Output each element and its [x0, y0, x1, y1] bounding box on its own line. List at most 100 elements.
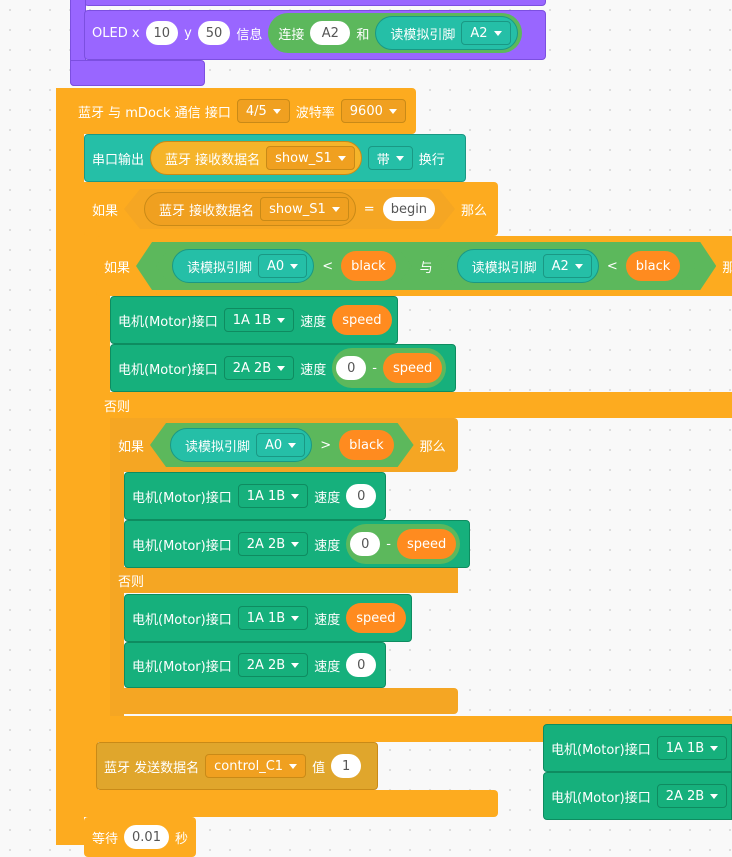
read-analog-block-3[interactable]: 读模拟引脚 A2: [457, 249, 599, 283]
wait-row: 等待 0.01 秒: [84, 822, 188, 852]
bt-receive-label-2: 蓝牙 接收数据名: [159, 203, 255, 219]
chevron-down-icon: [575, 264, 583, 269]
serial-label: 串口输出: [92, 152, 145, 168]
motor-row-b1: 电机(Motor)接口 1A 1B 速度 0: [124, 472, 377, 520]
pin-a0-dropdown-2[interactable]: A0: [256, 433, 305, 457]
chevron-down-icon: [710, 745, 719, 751]
newline-label: 换行: [418, 152, 445, 168]
lt-sign-1: <: [322, 258, 334, 274]
if1-row: 如果 蓝牙 接收数据名 show_S1 = begin 那么: [84, 182, 487, 236]
black-var-2[interactable]: black: [626, 251, 681, 281]
black-var-1[interactable]: black: [341, 251, 396, 281]
motor-port-dropdown[interactable]: 2A 2B: [237, 532, 309, 556]
if3-then-label: 那么: [419, 439, 446, 455]
lt-block-1[interactable]: 读模拟引脚 A0 < black: [156, 247, 412, 285]
connect-block[interactable]: 连接 A2 和 读模拟引脚 A2: [268, 13, 522, 53]
gt-sign: >: [320, 437, 332, 453]
motor-port-dropdown[interactable]: 1A 1B: [237, 606, 309, 630]
motor-port-value: 1A 1B: [665, 740, 705, 756]
motor-port-dropdown[interactable]: 2A 2B: [237, 653, 309, 677]
chevron-down-icon: [332, 207, 340, 212]
motor-port-dropdown[interactable]: 1A 1B: [237, 484, 309, 508]
bt-receive-block[interactable]: 蓝牙 接收数据名 show_S1: [150, 141, 362, 175]
if2-else-bar: [96, 392, 732, 418]
oled-block-top-stub: [84, 0, 546, 6]
chevron-down-icon: [337, 155, 346, 161]
motor-port-dropdown[interactable]: 1A 1B: [656, 736, 728, 760]
speed-label: 速度: [300, 314, 327, 330]
pin-a2-dropdown[interactable]: A2: [543, 254, 592, 278]
baud-dropdown-value: 9600: [349, 103, 383, 119]
speed-var[interactable]: speed: [346, 603, 406, 633]
chevron-down-icon: [291, 662, 300, 668]
send-name-value: control_C1: [214, 758, 284, 774]
speed-var[interactable]: speed: [332, 305, 392, 335]
read-analog-block-4[interactable]: 读模拟引脚 A0: [170, 428, 312, 462]
chevron-down-icon: [288, 443, 296, 448]
value-label: 值: [312, 760, 326, 776]
read-analog-block-2[interactable]: 读模拟引脚 A0: [172, 249, 314, 283]
lt-block-2[interactable]: 读模拟引脚 A2 < black: [441, 247, 697, 285]
if2-c-arm: [96, 236, 110, 742]
chevron-down-icon: [395, 155, 404, 161]
mode-dropdown[interactable]: 带: [367, 146, 413, 170]
oled-y-input[interactable]: 50: [197, 21, 231, 45]
minus-block[interactable]: 0 - speed: [346, 524, 461, 564]
motor-row-c1: 电机(Motor)接口 1A 1B 速度 speed: [124, 594, 406, 642]
motor-port-value: 1A 1B: [246, 488, 286, 504]
read-analog-block[interactable]: 读模拟引脚 A2: [375, 16, 518, 50]
gt-block[interactable]: 读模拟引脚 A0 > black: [150, 423, 414, 467]
if2-row: 如果 读模拟引脚 A0 < black 与 读模拟引脚 A2 < black 那: [96, 236, 732, 296]
port-dropdown[interactable]: 4/5: [236, 99, 290, 123]
send-name-dropdown[interactable]: control_C1: [205, 754, 307, 778]
read-analog-label: 读模拟引脚: [390, 27, 456, 43]
connect-label: 连接: [278, 27, 305, 43]
motor-port-dropdown[interactable]: 2A 2B: [223, 356, 295, 380]
speed-label: 速度: [300, 362, 327, 378]
send-value-input[interactable]: 1: [331, 754, 362, 778]
bt-receive-block-2[interactable]: 蓝牙 接收数据名 show_S1: [144, 192, 356, 226]
minus-sign: -: [372, 360, 377, 376]
connect-input[interactable]: A2: [310, 21, 351, 45]
motor-row-right-2: 电机(Motor)接口 2A 2B: [543, 772, 728, 820]
black-var-3[interactable]: black: [339, 430, 394, 460]
minus-block[interactable]: 0 - speed: [332, 348, 447, 388]
oled-x-input[interactable]: 10: [145, 21, 179, 45]
begin-input[interactable]: begin: [383, 197, 435, 221]
speed-var[interactable]: speed: [396, 529, 457, 559]
motor-block-right-1[interactable]: [543, 724, 732, 772]
chevron-down-icon: [710, 793, 719, 799]
serial-output-row: 串口输出 蓝牙 接收数据名 show_S1 带 换行: [84, 134, 445, 182]
else-label-row-2: 否则: [110, 569, 144, 591]
motor-label: 电机(Motor)接口: [132, 490, 232, 506]
motor-port-value: 1A 1B: [246, 610, 286, 626]
wait-input[interactable]: 0.01: [124, 825, 169, 849]
motor-label: 电机(Motor)接口: [118, 314, 218, 330]
wait-unit: 秒: [174, 831, 188, 847]
bt-setup-row: 蓝牙 与 mDock 通信 接口 4/5 波特率 9600: [70, 88, 406, 134]
motor-port-dropdown[interactable]: 1A 1B: [223, 308, 295, 332]
motor-row-c2: 电机(Motor)接口 2A 2B 速度 0: [124, 642, 377, 688]
data-name-dropdown[interactable]: show_S1: [266, 146, 355, 170]
if3-bottom: [110, 688, 458, 714]
minus-left-input[interactable]: 0: [336, 356, 367, 380]
speed-input[interactable]: 0: [346, 653, 377, 677]
pin-a0-dropdown[interactable]: A0: [258, 254, 307, 278]
motor-label: 电机(Motor)接口: [132, 659, 232, 675]
and-label: 和: [356, 27, 370, 43]
motor-port-value: 2A 2B: [246, 657, 286, 673]
chevron-down-icon: [291, 493, 300, 499]
speed-var[interactable]: speed: [382, 353, 443, 383]
pin-a2-value: A2: [551, 258, 569, 274]
motor-label: 电机(Motor)接口: [132, 612, 232, 628]
bt-setup-label: 蓝牙 与 mDock 通信 接口: [78, 105, 231, 121]
baud-dropdown[interactable]: 9600: [340, 99, 406, 123]
pin-dropdown[interactable]: A2: [461, 21, 511, 45]
speed-label: 速度: [314, 659, 341, 675]
equals-block[interactable]: 蓝牙 接收数据名 show_S1 = begin: [124, 189, 455, 229]
minus-left-input[interactable]: 0: [350, 532, 381, 556]
data-name-dropdown-2[interactable]: show_S1: [260, 197, 349, 221]
motor-port-dropdown[interactable]: 2A 2B: [656, 784, 728, 808]
and-block[interactable]: 读模拟引脚 A0 < black 与 读模拟引脚 A2 < black: [136, 242, 716, 290]
speed-input[interactable]: 0: [346, 484, 377, 508]
